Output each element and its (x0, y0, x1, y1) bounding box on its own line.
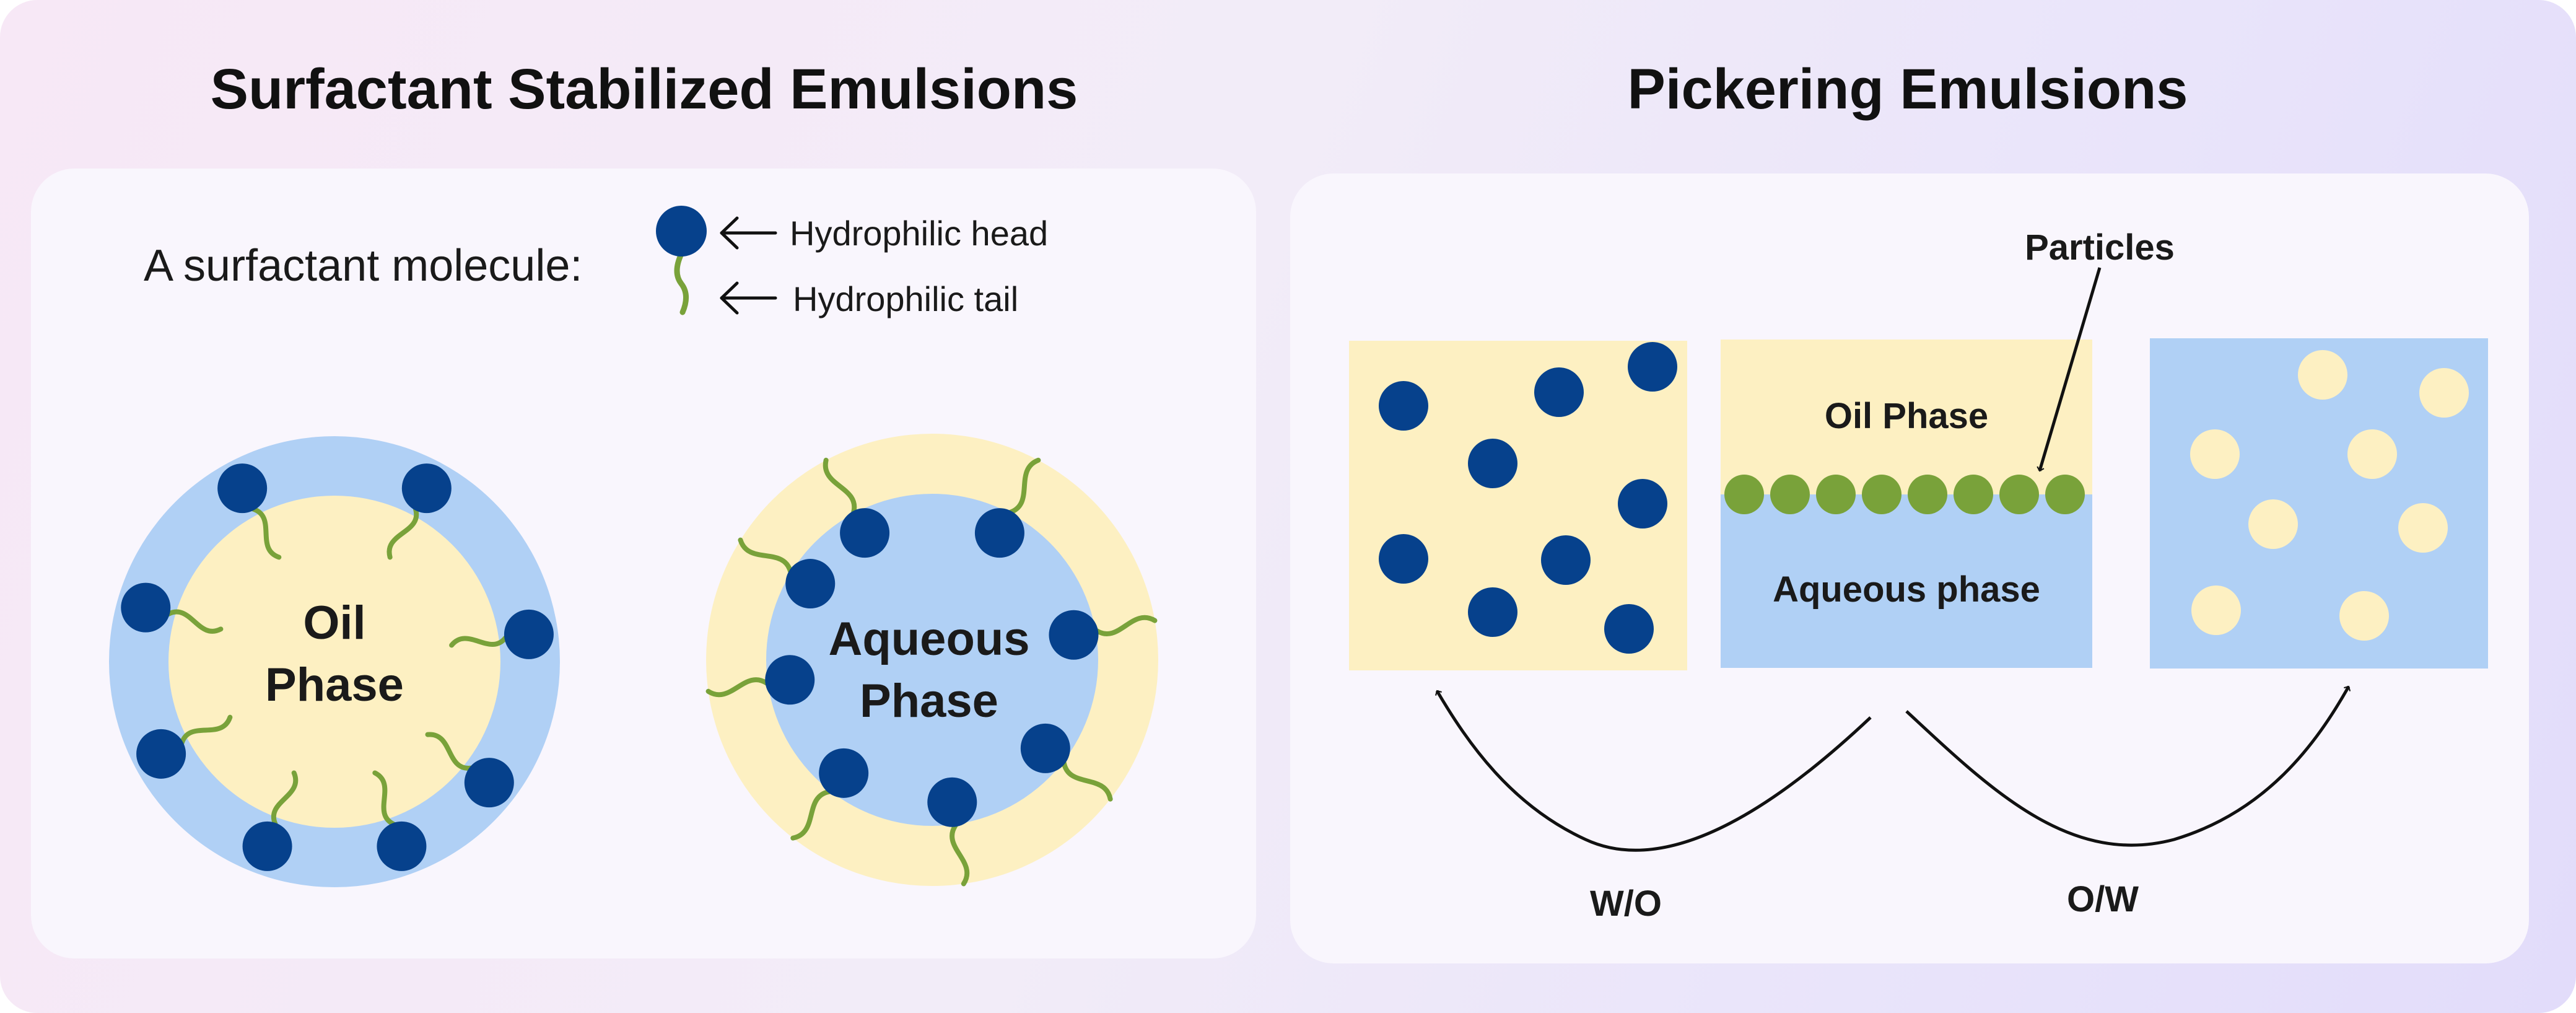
particles-pointer-arrow (2037, 267, 2102, 472)
surfactant-head (1020, 723, 1070, 773)
droplet (1604, 604, 1654, 654)
surfactant-tail (271, 770, 299, 827)
left-arrow-icon (720, 216, 777, 250)
droplet (1618, 479, 1667, 528)
wo-label: W/O (1590, 884, 1662, 924)
right-title: Pickering Emulsions (1627, 58, 2188, 121)
curved-arrow-icon (1905, 685, 2351, 847)
surfactant-head (504, 609, 554, 659)
oil-phase-line2: Phase (265, 659, 404, 711)
surfactant-head (840, 508, 890, 558)
surfactant-tail (179, 714, 233, 745)
surfactant-head (136, 729, 186, 779)
surfactant-tail (425, 732, 473, 771)
interface-particle (1770, 475, 1810, 514)
surfactant-molecule-label: A surfactant molecule: (144, 241, 583, 291)
interface-particle (1724, 475, 1764, 514)
surfactant-tail (251, 506, 282, 560)
left-title: Surfactant Stabilized Emulsions (210, 58, 1078, 121)
oil-phase-line1: Oil (303, 597, 366, 649)
surfactant-head (121, 582, 171, 633)
droplet (1628, 342, 1677, 392)
left-arrow-icon (720, 281, 777, 315)
surfactant-head (217, 463, 268, 514)
oil-droplet-micelle (109, 436, 560, 887)
curved-arrow-icon (1434, 690, 1872, 852)
surfactant-tail (790, 789, 832, 841)
droplet (2248, 499, 2298, 549)
surfactant-tail (386, 506, 419, 560)
surfactant-tail (449, 635, 509, 648)
surfactant-head (242, 821, 292, 871)
droplet (2190, 429, 2240, 479)
interface-particle (1816, 475, 1856, 514)
aqueous-phase-line2: Phase (860, 675, 998, 727)
wo-emulsion-box (1349, 341, 1687, 670)
surfactant-head (974, 508, 1024, 558)
droplet (2191, 585, 2241, 635)
surfactant-tail (372, 770, 396, 827)
oil-phase-label: Oil Phase (1824, 396, 1989, 436)
interface-particle (1954, 475, 1993, 514)
surfactant-head (1049, 610, 1099, 660)
surfactant-head (401, 463, 452, 514)
droplet (1541, 535, 1591, 585)
aqueous-phase-line1: Aqueous (828, 613, 1030, 665)
interface-box (1721, 340, 2092, 668)
surfactant-tail (823, 457, 857, 515)
droplet (1468, 439, 1517, 488)
hydrophilic-tail-label: Hydrophilic tail (793, 279, 1019, 318)
interface-particle (2045, 475, 2085, 514)
particles-label: Particles (2025, 227, 2175, 268)
droplet (2347, 429, 2397, 479)
surfactant-head (464, 758, 514, 808)
droplet (1534, 367, 1584, 417)
droplet (2339, 591, 2389, 641)
surfactant-head (377, 821, 427, 871)
hydrophilic-head-label: Hydrophilic head (790, 214, 1049, 253)
aqueous-phase-label: Aqueous phase (1773, 569, 2040, 610)
interface-particle (1999, 475, 2039, 514)
ow-emulsion-box (2150, 338, 2488, 669)
aqueous-droplet-micelle (705, 434, 1158, 887)
droplet (1379, 381, 1428, 431)
surfactant-tail (165, 609, 224, 634)
droplet (1468, 587, 1517, 637)
surfactant-head (785, 559, 836, 609)
droplet (2298, 350, 2347, 400)
surfactant-tail (705, 677, 769, 698)
surfactant-head (819, 748, 869, 798)
ow-label: O/W (2067, 879, 2139, 919)
droplet (1379, 534, 1428, 584)
surfactant-tail (738, 537, 793, 574)
surfactant-tail (1061, 760, 1113, 802)
droplet (2398, 503, 2448, 553)
surfactant-tail (950, 823, 970, 887)
surfactant-head (927, 777, 977, 827)
surfactant-tail (1094, 615, 1158, 637)
interface-particle (1908, 475, 1947, 514)
surfactant-head (765, 655, 815, 705)
surfactant-molecule-icon (656, 206, 707, 315)
surfactant-tail (1008, 457, 1041, 515)
interface-particle (1862, 475, 1901, 514)
droplet (2419, 368, 2469, 418)
